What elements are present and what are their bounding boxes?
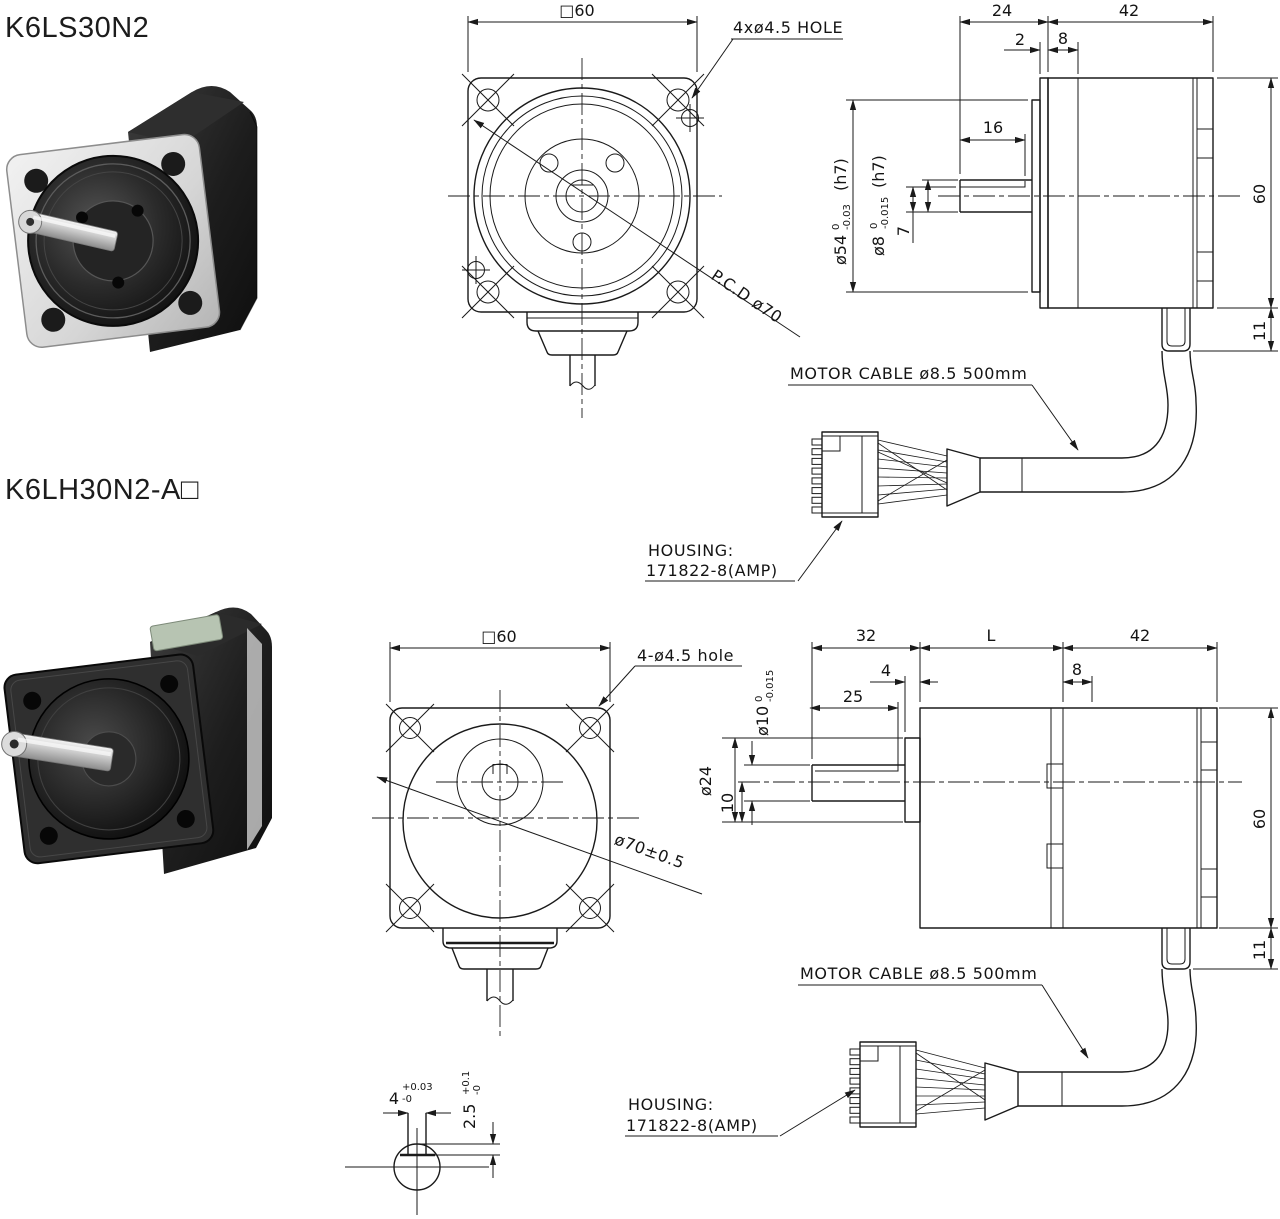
dim-7: 7 [894,226,913,236]
svg-text:+0.1: +0.1 [461,1071,472,1095]
holes-label: 4xø4.5 HOLE [733,18,843,37]
svg-text:0: 0 [869,223,880,229]
motor-shaft [18,209,118,252]
model1-title: K6LS30N2 [5,12,150,44]
motor-cable-label: MOTOR CABLE ø8.5 500mm [790,364,1027,383]
side-view-k6lh30n2: 32 L 42 4 8 25 ø10 0 -0.015 ø24 [696,626,1278,970]
dim-2: 2 [1015,30,1025,49]
housing-label-line1: HOUSING: [648,541,734,560]
flange-hole [24,168,49,193]
dim-42: 42 [1130,626,1150,645]
dia54-label: ø54 0 -0.03 (h7) [831,158,853,265]
key-width: 4 [389,1089,399,1108]
dia8-label: ø8 0 -0.015 (h7) [869,155,891,256]
svg-text:ø10: ø10 [753,706,772,736]
motor-cable-label: MOTOR CABLE ø8.5 500mm [800,964,1037,983]
connector-wires [915,1049,986,1115]
connector-housing [811,431,879,518]
svg-text:-0.03: -0.03 [842,204,853,230]
dim-8: 8 [1072,660,1082,679]
model2-title: K6LH30N2-A□ [5,474,199,506]
dim-11: 11 [1250,940,1269,960]
svg-text:2.5: 2.5 [460,1104,479,1129]
dim-16: 16 [983,118,1003,137]
mounting-holes [385,703,615,933]
screw-hole [39,826,58,845]
dia10-label: ø10 0 -0.015 [753,670,776,736]
product-photo-k6lh30n2 [1,607,272,874]
key-width-tol-top: +0.03 [402,1082,433,1093]
svg-text:(h7): (h7) [831,158,850,191]
cable-assembly-k6lh30n2: MOTOR CABLE ø8.5 500mm HOUSING: 171822-8… [625,964,1197,1137]
svg-text:-0.015: -0.015 [765,670,776,702]
holes-label: 4-ø4.5 hole [637,646,734,665]
dim-square60: □60 [559,1,594,20]
flange-hole [41,307,66,332]
key-height-label: 2.5 +0.1 -0 [460,1071,483,1129]
connector-wires [877,439,948,505]
flange-hole [161,151,186,176]
dim-60: 60 [1250,809,1269,829]
screw-hole [23,691,42,710]
housing-label-line2: 171822-8(AMP) [646,561,778,580]
dim-square60: □60 [481,627,516,646]
flange-hole [178,290,203,315]
svg-text:(h7): (h7) [869,155,888,188]
dim-10: 10 [718,793,737,813]
pcd-label: P.C.D ø70 [708,266,786,327]
gearmotor-shaft [1,730,114,772]
dia24-label: ø24 [696,766,715,796]
dim-32: 32 [856,626,876,645]
dim-60: 60 [1250,184,1269,204]
dim-8: 8 [1058,29,1068,48]
svg-text:-0: -0 [472,1085,483,1095]
svg-text:0: 0 [754,696,765,702]
dim-4: 4 [881,661,891,680]
svg-text:0: 0 [831,224,842,230]
screw-hole [160,674,179,693]
connector-housing [849,1041,917,1128]
silver-band [247,628,262,850]
front-view-k6lh30n2: ø70±0.5 □60 4-ø4.5 hole [372,627,742,1040]
brand-label [149,614,224,652]
housing-label-line2: 171822-8(AMP) [626,1116,758,1135]
mounting-holes [461,73,705,319]
svg-text:ø54: ø54 [831,235,850,265]
side-view-k6ls30n2: 24 42 2 8 16 7 ø54 0 -0.03 [831,1,1278,352]
dim-11: 11 [1250,321,1269,341]
housing-label-line1: HOUSING: [628,1095,714,1114]
svg-text:-0.015: -0.015 [880,197,891,229]
product-photo-k6ls30n2 [5,86,258,352]
key-width-tol-bot: -0 [402,1094,412,1105]
dim-42: 42 [1119,1,1139,20]
cable-assembly-k6ls30n2: MOTOR CABLE ø8.5 500mm HOUSING: 171822-8… [645,350,1197,582]
shaft-section-detail: 4 +0.03 -0 2.5 +0.1 -0 [345,1071,500,1215]
dim-24: 24 [992,1,1012,20]
dim-L: L [987,626,996,645]
screw-hole [176,809,195,828]
svg-text:ø8: ø8 [869,236,888,256]
front-view-k6ls30n2: P.C.D ø70 □60 4xø4.5 HOLE [448,1,843,418]
dim-25: 25 [843,687,863,706]
